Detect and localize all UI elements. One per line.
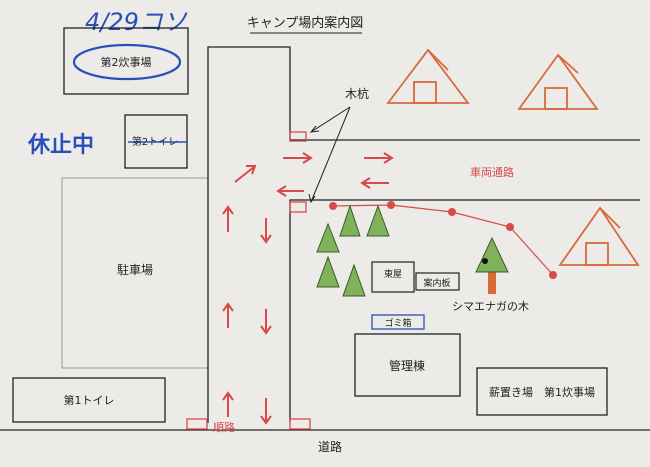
- info-board: [415, 272, 460, 291]
- road-label: 道路: [318, 439, 342, 454]
- toilet1-label: 第1トイレ: [64, 393, 115, 407]
- shimaenaga-tree: [475, 236, 509, 294]
- trash-bin: [371, 314, 425, 330]
- handwritten-circle: [72, 43, 182, 81]
- kitchen2-label: 第2炊事場: [101, 55, 152, 69]
- tents: [386, 48, 640, 266]
- trees: [316, 204, 390, 297]
- azumaya-label: 東屋: [384, 268, 402, 280]
- office-building: [354, 333, 461, 397]
- toilet1-building: [12, 377, 166, 423]
- office-label: 管理棟: [389, 358, 425, 373]
- azumaya-building: [371, 261, 415, 293]
- map-title: キャンプ場内案内図: [247, 15, 364, 31]
- stakes-pointers: [308, 106, 351, 204]
- tent-2: [517, 53, 599, 110]
- parking-label: 駐車場: [117, 262, 153, 277]
- info-board-label: 案内板: [423, 277, 450, 289]
- tent-3: [558, 206, 640, 266]
- vehicle-road-label: 車両通路: [470, 165, 514, 179]
- rope-fence: [329, 201, 557, 279]
- route-arrows: [222, 152, 394, 425]
- handwritten-date: 4/29コソ: [85, 8, 188, 36]
- firewood-kitchen1-building: [476, 367, 608, 416]
- handwritten-closed: 休止中: [27, 133, 94, 158]
- road-outline: [0, 46, 650, 431]
- route-label: 順路: [213, 421, 235, 434]
- stakes: [186, 131, 311, 430]
- firewood-kitchen1-label: 薪置き場 第1炊事場: [489, 385, 595, 399]
- stakes-label: 木杭: [345, 86, 369, 101]
- kitchen2-building: [63, 27, 189, 95]
- tent-1: [386, 48, 470, 104]
- trash-label: ゴミ箱: [384, 317, 411, 329]
- tree-label: シマエナガの木: [452, 300, 529, 313]
